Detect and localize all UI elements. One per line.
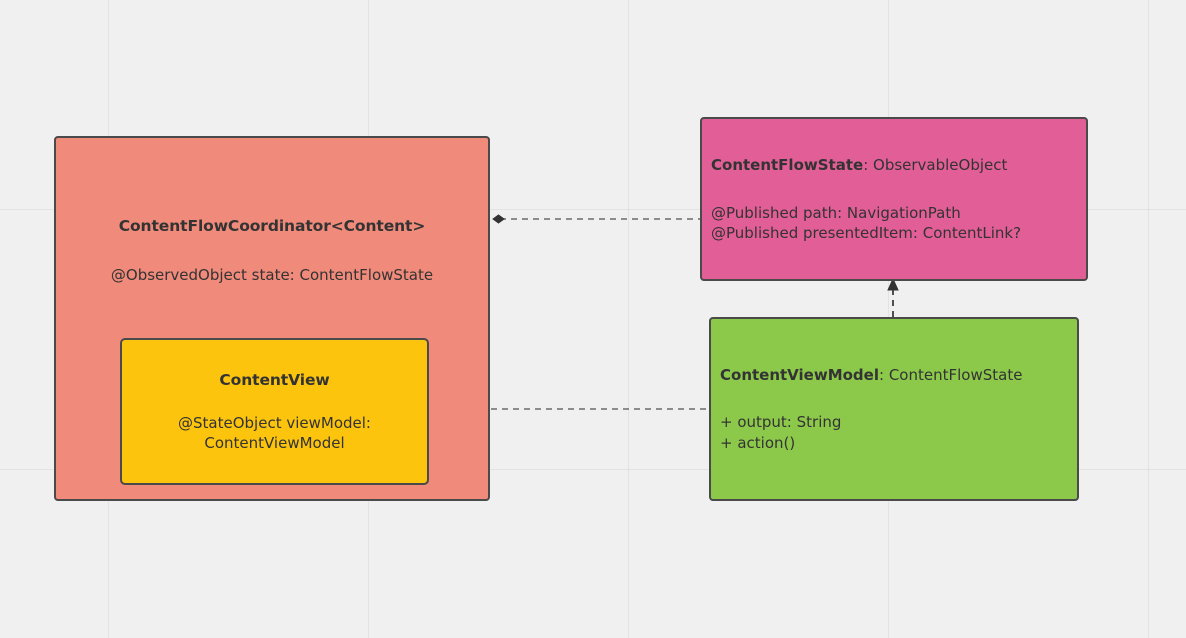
class-node-title-plain: : ContentFlowState (879, 366, 1023, 385)
class-node-attributes: + output: String + action() (720, 413, 842, 452)
class-node-content-view[interactable]: ContentView @StateObject viewModel: Cont… (120, 338, 429, 485)
class-node-attributes: @Published path: NavigationPath @Publish… (711, 203, 1022, 243)
class-node-title: ContentView (219, 370, 329, 391)
class-node-title-bold: ContentView (219, 370, 330, 389)
class-node-title-bold: ContentFlowState (711, 155, 864, 174)
class-node-content-flow-coordinator[interactable]: ContentFlowCoordinator<Content> @Observe… (54, 136, 490, 501)
filled-diamond-marker (492, 214, 505, 224)
class-node-attributes: @ObservedObject state: ContentFlowState (110, 265, 434, 284)
class-node-title-bold: ContentViewModel (720, 366, 879, 385)
class-node-content-view-model[interactable]: ContentViewModel: ContentFlowState + out… (709, 317, 1079, 501)
class-node-attributes: @StateObject viewModel: ContentViewModel (178, 413, 371, 452)
class-node-title: ContentFlowCoordinator<Content> (119, 216, 426, 237)
edge-coordinator-to-flowstate (492, 214, 700, 224)
class-node-title-plain: : ObservableObject (863, 155, 1008, 174)
edge-viewmodel-to-flowstate (887, 277, 899, 317)
class-node-content-flow-state[interactable]: ContentFlowState: ObservableObject @Publ… (700, 117, 1088, 281)
class-node-title: ContentFlowState: ObservableObject (711, 155, 1007, 175)
class-node-title-bold: ContentFlowCoordinator<Content> (118, 217, 426, 235)
class-node-title: ContentViewModel: ContentFlowState (720, 365, 1022, 385)
